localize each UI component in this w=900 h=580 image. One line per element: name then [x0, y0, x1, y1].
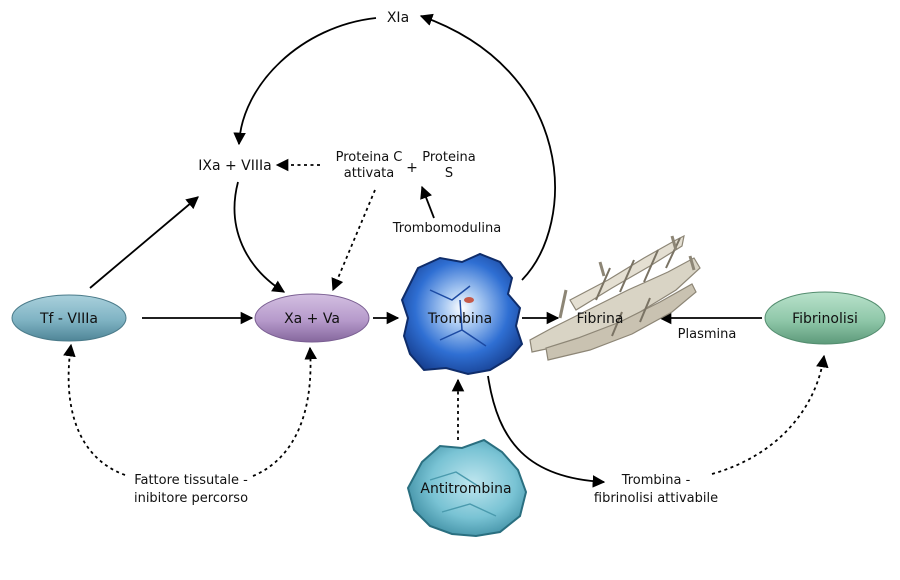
arrow-trombomodulina-to-proteina	[420, 185, 435, 219]
fibrina-label: Fibrina	[577, 311, 624, 327]
tf-viiia-node: Tf - VIIIa	[11, 294, 127, 342]
plus-sign: +	[406, 160, 418, 176]
proteina-s-line2: S	[445, 166, 453, 181]
fibrina-node: Fibrina	[529, 234, 701, 361]
fattore-line2: inibitore percorso	[134, 491, 248, 506]
trombomodulina-label: Trombomodulina	[392, 221, 501, 236]
arrow-trombina-to-xia	[419, 13, 556, 281]
tafi-line1: Trombina -	[621, 473, 691, 488]
fattore-tissutale-label: Fattore tissutale - inibitore percorso	[134, 473, 248, 506]
arrow-fattore-to-xa	[252, 346, 318, 477]
proteina-s-label: Proteina S	[422, 150, 476, 181]
tf-viiia-label: Tf - VIIIa	[39, 311, 98, 327]
fibrin-fibers-illustration	[529, 234, 701, 361]
arrow-proteinac-to-xa	[331, 189, 376, 292]
trombina-node: Trombina	[400, 252, 524, 376]
proteina-c-attivata-label: Proteina C attivata	[336, 150, 403, 181]
antitrombina-label: Antitrombina	[420, 481, 511, 497]
arrow-fattore-to-tf	[63, 343, 126, 476]
xia-label: XIa	[387, 10, 409, 26]
ixa-viiia-label: IXa + VIIIa	[198, 158, 271, 174]
arrow-ixa-to-xa	[233, 181, 286, 293]
antitrombina-node: Antitrombina	[406, 438, 528, 538]
trombina-fibrinolisi-label: Trombina - fibrinolisi attivabile	[594, 473, 718, 506]
proteina-c-line1: Proteina C	[336, 150, 403, 165]
xa-va-label: Xa + Va	[284, 311, 340, 327]
arrow-tafi-to-fibrinolisi	[711, 354, 829, 475]
arrow-trombina-to-tafi	[487, 375, 606, 488]
tafi-line2: fibrinolisi attivabile	[594, 491, 718, 506]
xa-va-node: Xa + Va	[254, 293, 370, 343]
fibrinolisi-node: Fibrinolisi	[764, 291, 886, 345]
fibrinolisi-label: Fibrinolisi	[792, 311, 858, 327]
proteina-c-line2: attivata	[344, 166, 395, 181]
trombina-protein-shape	[400, 252, 524, 376]
arrow-tf-to-ixa	[89, 196, 199, 289]
fattore-line1: Fattore tissutale -	[134, 473, 248, 488]
trombina-label: Trombina	[427, 311, 492, 327]
plasmina-label: Plasmina	[678, 327, 737, 342]
antitrombina-protein-shape	[406, 438, 528, 538]
arrow-xia-to-ixa	[233, 17, 377, 146]
proteina-s-line1: Proteina	[422, 150, 476, 165]
